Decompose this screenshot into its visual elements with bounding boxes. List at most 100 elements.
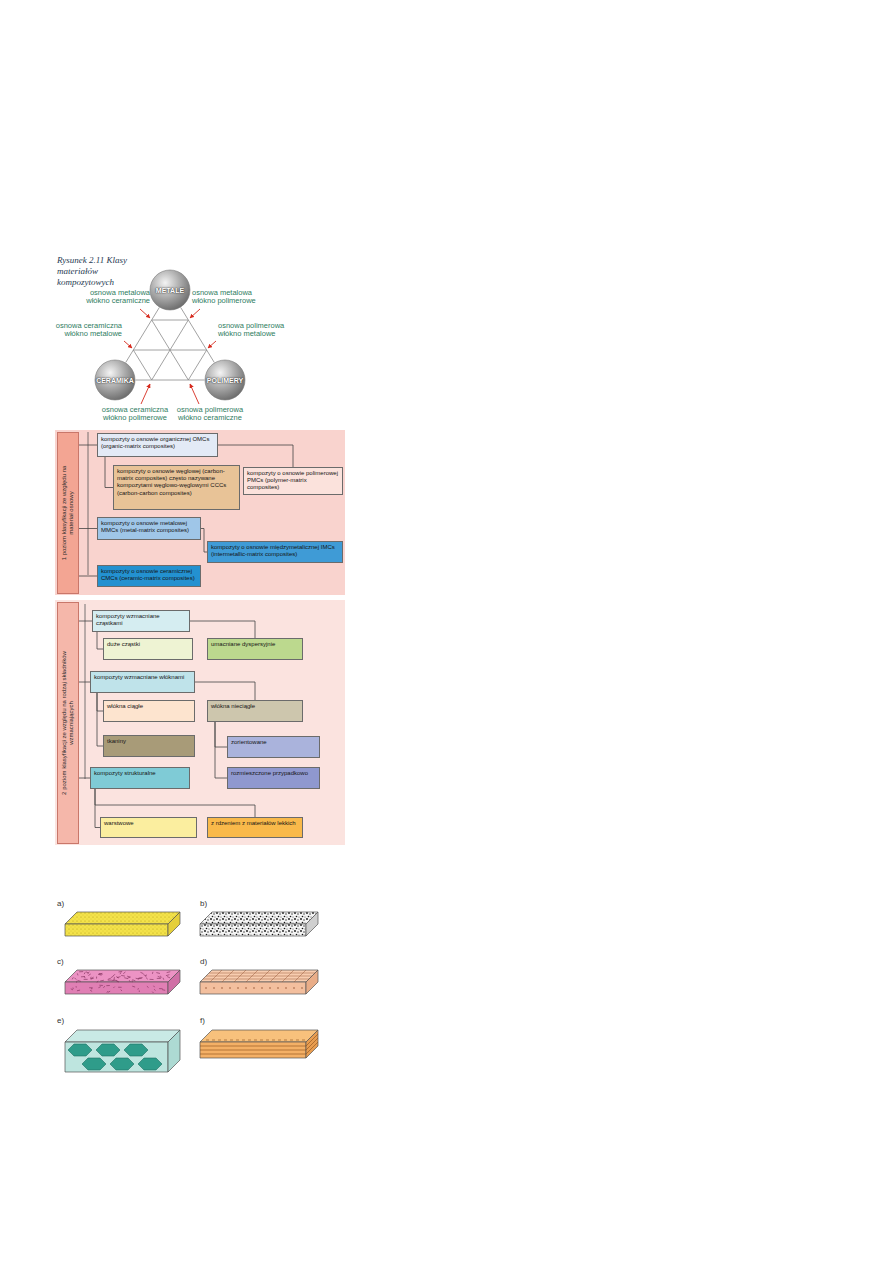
- tree-connector: [79, 576, 97, 577]
- composite-slab: [200, 970, 318, 994]
- slab-top: [200, 1030, 318, 1042]
- composite-slab: [200, 1030, 318, 1058]
- short-fibre: [84, 976, 85, 978]
- laminate-dash: [278, 1040, 281, 1041]
- short-fibre: [116, 980, 118, 982]
- matrix-fiber-label: osnowa polimerowa włókno ceramiczne: [172, 406, 248, 423]
- short-fibre: [99, 973, 103, 975]
- slab-side: [306, 1030, 318, 1058]
- laminate-dash: [206, 1040, 209, 1041]
- short-fibre: [90, 990, 92, 991]
- laminate-dash: [230, 1040, 233, 1041]
- short-fibre: [86, 972, 89, 973]
- short-fibre: [78, 980, 81, 981]
- class-name: z rdzeniem z materiałów lekkich: [211, 820, 299, 827]
- laminate-dash: [296, 1040, 299, 1041]
- laminate-layer: [306, 1042, 318, 1054]
- class-box: kompozyty wzmacniane włóknami: [90, 671, 195, 693]
- honeycomb-cell: [96, 1044, 120, 1056]
- short-fibre: [96, 977, 97, 979]
- aligned-fibre: [206, 976, 312, 977]
- short-fibre: [154, 989, 155, 990]
- composite-slab: [200, 912, 318, 936]
- level-band: 1 poziom klasyfikacji ze względu na mate…: [57, 432, 79, 594]
- short-fibre: [98, 987, 100, 988]
- class-name: rozmieszczone przypadkowo: [231, 770, 316, 777]
- short-fibre: [132, 980, 135, 981]
- laminate-dash: [302, 1040, 305, 1041]
- slab-front: [65, 924, 168, 936]
- fibre-end: [229, 987, 231, 989]
- short-fibre: [124, 977, 128, 979]
- class-box: umacniane dyspersyjnie: [207, 638, 303, 660]
- class-box: kompozyty strukturalne: [90, 767, 190, 789]
- tree-connector: [79, 621, 92, 622]
- slab-side: [306, 970, 318, 994]
- slab-front: [200, 924, 306, 936]
- short-fibre: [156, 972, 160, 974]
- class-name: kompozyty strukturalne: [94, 770, 186, 777]
- short-fibre: [132, 986, 135, 988]
- slab-front: [200, 1042, 306, 1058]
- class-name: włókna nieciągłe: [211, 703, 299, 710]
- laminate-dash: [290, 1040, 293, 1041]
- short-fibre: [99, 973, 103, 975]
- short-fibre: [139, 990, 140, 992]
- honeycomb-cell: [138, 1058, 162, 1070]
- laminate-layer: [200, 1054, 306, 1055]
- short-fibre: [157, 978, 161, 979]
- aligned-fibre: [294, 970, 306, 982]
- short-fibre: [111, 976, 113, 978]
- short-fibre: [108, 991, 110, 992]
- short-fibre: [120, 972, 121, 974]
- class-box: z rdzeniem z materiałów lekkich: [207, 817, 303, 838]
- short-fibre: [162, 989, 165, 991]
- class-box: kompozyty o osnowie węglowej (carbon-mat…: [113, 465, 240, 510]
- class-name: kompozyty o osnowie międzymetalicznej IM…: [211, 544, 339, 558]
- trunk-line: [85, 604, 86, 779]
- aligned-fibre: [222, 970, 234, 982]
- fibre-end: [213, 987, 215, 989]
- material-name: POLIMERY: [207, 377, 243, 384]
- slab-side: [168, 970, 180, 994]
- material-name: METALE: [156, 287, 184, 294]
- short-fibre: [88, 974, 90, 976]
- material-name: CERAMIKA: [96, 377, 134, 384]
- tree-connector: [215, 722, 227, 747]
- laminate-dash: [236, 1040, 239, 1041]
- short-fibre: [118, 987, 121, 988]
- fibre-end: [245, 987, 247, 989]
- matrix-fiber-label: osnowa ceramiczna włókno metalowe: [44, 322, 122, 339]
- short-fibre: [106, 991, 108, 992]
- short-fibre: [84, 972, 85, 974]
- short-fibre: [116, 980, 119, 982]
- class-name: tkaniny: [107, 738, 191, 745]
- slab-top: [65, 1030, 180, 1042]
- matrix-fiber-label: osnowa ceramiczna włókno polimerowe: [97, 406, 173, 423]
- composite-illustration: [65, 912, 318, 1072]
- slab-top: [200, 970, 318, 982]
- short-fibre: [121, 990, 122, 991]
- honeycomb-cell: [68, 1044, 92, 1056]
- class-box: kompozyty o osnowie międzymetalicznej IM…: [207, 541, 343, 563]
- laminate-layer: [200, 1050, 306, 1051]
- triangle-side: [126, 307, 160, 362]
- short-fibre: [144, 975, 147, 976]
- short-fibre: [75, 978, 77, 980]
- short-fibre: [132, 980, 133, 982]
- fibre-end: [253, 987, 255, 989]
- laminate-dash: [284, 1040, 287, 1041]
- triangle-side: [136, 380, 205, 381]
- triangle-grid: [133, 320, 206, 380]
- figure-letter: e): [57, 1017, 77, 1026]
- fibre-end: [301, 987, 303, 989]
- short-fibre: [100, 980, 104, 982]
- figure-letter: c): [57, 958, 77, 967]
- material-sphere: CERAMIKA: [94, 359, 136, 401]
- aligned-fibre: [209, 973, 315, 974]
- aligned-fibre: [203, 979, 309, 980]
- slab-side: [168, 1030, 180, 1072]
- short-fibre: [76, 986, 77, 987]
- class-box: kompozyty o osnowie metalowej MMCs (meta…: [97, 517, 201, 540]
- short-fibre: [76, 981, 77, 983]
